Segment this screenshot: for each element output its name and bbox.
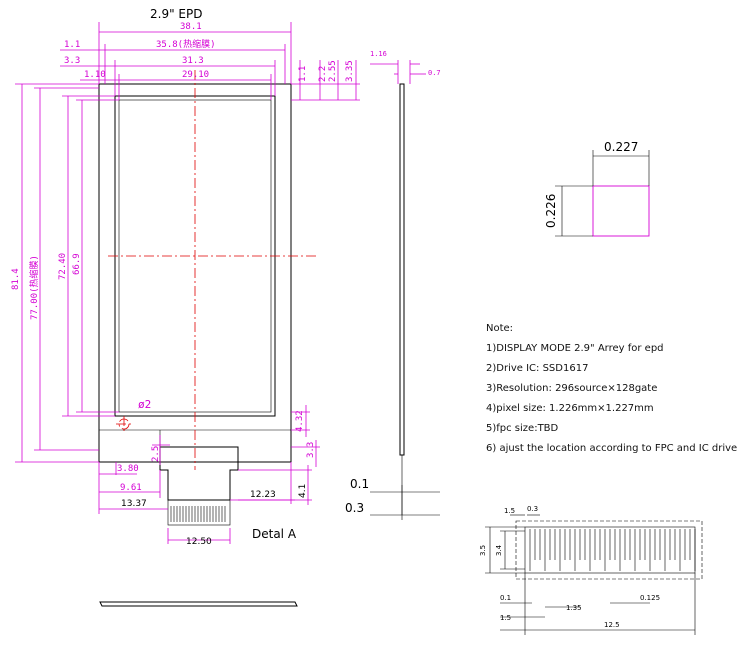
bottom-edge-view — [99, 601, 298, 607]
note-item: 3)Resolution: 296source×128gate — [486, 383, 657, 394]
side-dim-1: 1.16 — [370, 50, 387, 58]
note-item: 5)fpc size:TBD — [486, 423, 559, 434]
dim-aa-height: 66.9 — [72, 253, 82, 275]
dim-4-32: 4.32 — [295, 410, 305, 432]
detail-a-label: Detal A — [252, 527, 297, 541]
fpc-tail — [167, 499, 231, 526]
dim-13-37: 13.37 — [121, 499, 147, 509]
dim-12-50: 12.50 — [186, 537, 212, 547]
dim-9-61: 9.61 — [120, 483, 142, 493]
bottom-dimension-lines — [98, 405, 320, 544]
pixel-detail: 0.227 0.226 — [544, 140, 650, 237]
detail-dim-0-125: 0.125 — [640, 594, 660, 602]
detail-dim-0-1: 0.1 — [500, 594, 511, 602]
side-dim-0-1: 0.1 — [350, 477, 369, 491]
detail-a-pins — [529, 529, 696, 571]
pixel-height: 0.226 — [544, 194, 558, 228]
dim-left-2: 3.3 — [64, 56, 80, 66]
dim-aa-outer-width: 31.3 — [182, 56, 204, 66]
detail-dim-1-35: 1.35 — [566, 604, 582, 612]
dim-4-1: 4.1 — [298, 484, 308, 498]
dim-outer-aa-height: 72.40 — [58, 253, 68, 280]
detail-dim-3-4: 3.4 — [495, 544, 503, 556]
left-dimension-lines — [15, 83, 119, 463]
dim-film-width: 35.8(热缩膜) — [156, 38, 216, 50]
fpc-pins — [170, 506, 226, 522]
pixel-cell — [592, 185, 650, 237]
hole-label: ø2 — [138, 398, 151, 411]
dim-3-80: 3.80 — [117, 464, 139, 474]
note-item: 2)Drive IC: SSD1617 — [486, 363, 588, 374]
dim-top-4: 3.35 — [345, 60, 355, 82]
detail-a-view: 1.5 0.3 3.5 3.4 0.1 1.35 0.125 1.5 12.5 — [479, 505, 703, 635]
dim-top-1: 1.1 — [298, 66, 308, 82]
dim-left-3: 1.10 — [84, 70, 106, 80]
front-view: 2.9" EPD 38.1 35.8(热缩膜) 31.3 29.10 1.1 3… — [11, 7, 360, 607]
note-item: 4)pixel size: 1.226mm×1.227mm — [486, 403, 654, 414]
dim-overall-width: 38.1 — [180, 22, 202, 32]
dim-film-height: 77.00(热缩膜) — [28, 255, 40, 320]
dim-overall-height: 81.4 — [11, 268, 21, 290]
detail-dim-1-5b: 1.5 — [500, 614, 511, 622]
detail-dim-12-5: 12.5 — [604, 621, 620, 629]
side-dim-0-3: 0.3 — [345, 501, 364, 515]
dim-2-5: 2.5 — [151, 446, 161, 462]
epd-title: 2.9" EPD — [150, 7, 202, 21]
dim-top-3: 2.55 — [328, 60, 338, 82]
detail-dim-0-3: 0.3 — [527, 505, 538, 513]
side-profile — [399, 83, 405, 456]
dim-aa-width: 29.10 — [182, 70, 209, 80]
fpc-outline — [159, 446, 239, 501]
notes-heading: Note: — [486, 323, 513, 334]
notes-block: Note: 1)DISPLAY MODE 2.9" Arrey for epd … — [486, 323, 737, 454]
dim-12-23: 12.23 — [250, 490, 276, 500]
top-dimension-lines — [60, 22, 292, 100]
note-item: 6) ajust the location according to FPC a… — [486, 443, 737, 454]
detail-dim-3-5: 3.5 — [479, 545, 487, 556]
side-dim-2: 0.7 — [428, 69, 441, 77]
dim-left-1: 1.1 — [64, 40, 80, 50]
detail-dim-1-5a: 1.5 — [504, 507, 515, 515]
dim-3-3: 3.3 — [306, 442, 316, 458]
note-item: 1)DISPLAY MODE 2.9" Arrey for epd — [486, 343, 664, 354]
side-view: 1.16 0.7 0.1 0.3 — [345, 50, 441, 520]
detail-a-frame — [515, 520, 703, 580]
pixel-width: 0.227 — [604, 140, 638, 154]
dim-top-2: 2.2 — [318, 66, 328, 82]
